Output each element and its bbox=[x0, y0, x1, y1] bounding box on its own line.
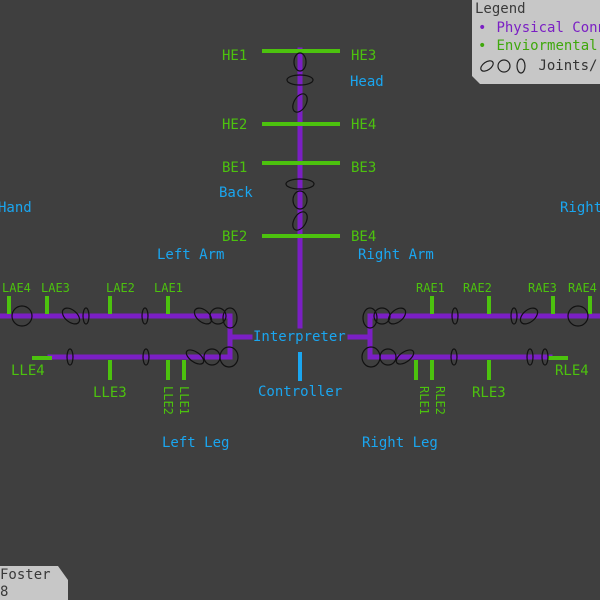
joint-icon bbox=[209, 307, 227, 325]
joint-icon bbox=[193, 307, 213, 325]
sensor-label-lle1: LLE1 bbox=[177, 386, 191, 415]
legend-physical-row: • Physical Conn bbox=[478, 20, 600, 36]
joint-icon bbox=[142, 348, 150, 366]
group-label-left-leg: Left Leg bbox=[162, 435, 229, 451]
joint-icon bbox=[362, 307, 378, 329]
joint-icon bbox=[292, 93, 308, 113]
joint-icon bbox=[222, 307, 238, 329]
sensor-label-be2: BE2 bbox=[222, 229, 247, 245]
sensor-label-rle2: RLE2 bbox=[433, 386, 447, 415]
joint-icon bbox=[379, 348, 397, 366]
sensor-label-he4: HE4 bbox=[351, 117, 376, 133]
sensor-label-he1: HE1 bbox=[222, 48, 247, 64]
joint-icon bbox=[293, 52, 307, 72]
sensor-labels: HE1 HE3 HE2 HE4 BE1 BE3 BE2 BE4 bbox=[222, 48, 376, 245]
joint-icon bbox=[286, 74, 314, 86]
sensor-label-rle3: RLE3 bbox=[472, 385, 506, 401]
footer-panel: Foster 8 bbox=[0, 566, 68, 600]
group-label-right-leg: Right Leg bbox=[362, 435, 438, 451]
joint-icon bbox=[185, 349, 205, 365]
group-labels: Head Back Left Arm Right Arm Hand Right … bbox=[0, 74, 600, 451]
sensor-label-he3: HE3 bbox=[351, 48, 376, 64]
sensor-label-rae4: RAE4 bbox=[568, 281, 597, 295]
legend-joints-row: Joints/ bbox=[478, 58, 597, 74]
joints-icon bbox=[480, 58, 526, 74]
joint-icon bbox=[567, 305, 589, 327]
legend-physical-label: Physical Conn bbox=[496, 20, 600, 36]
group-label-back: Back bbox=[219, 185, 253, 201]
sensor-label-rle4: RLE4 bbox=[555, 363, 589, 379]
group-label-right-arm: Right Arm bbox=[358, 247, 434, 263]
interpreter-label: Interpreter bbox=[253, 329, 346, 345]
group-label-right-hand: Right bbox=[560, 200, 600, 216]
controller-label: Controller bbox=[258, 384, 342, 400]
joint-icon bbox=[526, 348, 534, 366]
physical-connections bbox=[0, 47, 600, 360]
joint-icon bbox=[541, 348, 549, 366]
sensor-label-be3: BE3 bbox=[351, 160, 376, 176]
sensor-label-rae1: RAE1 bbox=[416, 281, 445, 295]
sensor-label-rae2: RAE2 bbox=[463, 281, 492, 295]
footer-title: Foster bbox=[0, 567, 51, 583]
joint-icon bbox=[82, 307, 90, 325]
sensor-label-rle1: RLE1 bbox=[417, 386, 431, 415]
joint-icon bbox=[285, 178, 315, 190]
group-label-head: Head bbox=[350, 74, 384, 90]
sensor-label-be1: BE1 bbox=[222, 160, 247, 176]
joint-icon bbox=[450, 348, 458, 366]
sensor-label-be4: BE4 bbox=[351, 229, 376, 245]
sensor-label-lle2: LLE2 bbox=[161, 386, 175, 415]
joint-icon bbox=[510, 307, 518, 325]
legend-environmental-label: Enviormental bbox=[496, 38, 598, 54]
joint-icon bbox=[292, 190, 308, 210]
joint-icon bbox=[219, 346, 239, 368]
sensor-label-lae2: LAE2 bbox=[106, 281, 135, 295]
sensor-label-lae1: LAE1 bbox=[154, 281, 183, 295]
group-label-left-hand: Hand bbox=[0, 200, 32, 216]
limb-sensor-labels: LAE4 LAE3 LAE2 LAE1 RAE1 RAE2 RAE3 RAE4 … bbox=[2, 281, 597, 415]
joint-icon bbox=[395, 349, 415, 365]
joint-icon bbox=[292, 211, 308, 231]
sensor-label-he2: HE2 bbox=[222, 117, 247, 133]
legend-environmental-row: • Enviormental bbox=[478, 38, 598, 54]
joint-icon bbox=[66, 348, 74, 366]
joint-icon bbox=[11, 305, 33, 327]
joint-icon bbox=[61, 307, 81, 325]
green-dot-icon: • bbox=[478, 38, 487, 54]
joint-icon bbox=[141, 307, 149, 325]
sensor-label-rae3: RAE3 bbox=[528, 281, 557, 295]
footer-value: 8 bbox=[0, 584, 9, 600]
joint-icon bbox=[451, 307, 459, 325]
legend-joints-label: Joints/ bbox=[538, 58, 598, 74]
group-label-left-arm: Left Arm bbox=[157, 247, 224, 263]
joint-icon bbox=[519, 307, 539, 325]
purple-dot-icon: • bbox=[478, 20, 487, 36]
environmental-sensors bbox=[7, 49, 592, 380]
sensor-label-lae4: LAE4 bbox=[2, 281, 31, 295]
sensor-label-lle4: LLE4 bbox=[11, 363, 45, 379]
sensor-label-lle3: LLE3 bbox=[93, 385, 127, 401]
sensor-label-lae3: LAE3 bbox=[41, 281, 70, 295]
joint-icon bbox=[387, 307, 407, 325]
legend-panel: Legend • Physical Conn • Enviormental Jo… bbox=[472, 0, 600, 84]
joints bbox=[11, 52, 589, 368]
legend-title: Legend bbox=[475, 1, 526, 17]
